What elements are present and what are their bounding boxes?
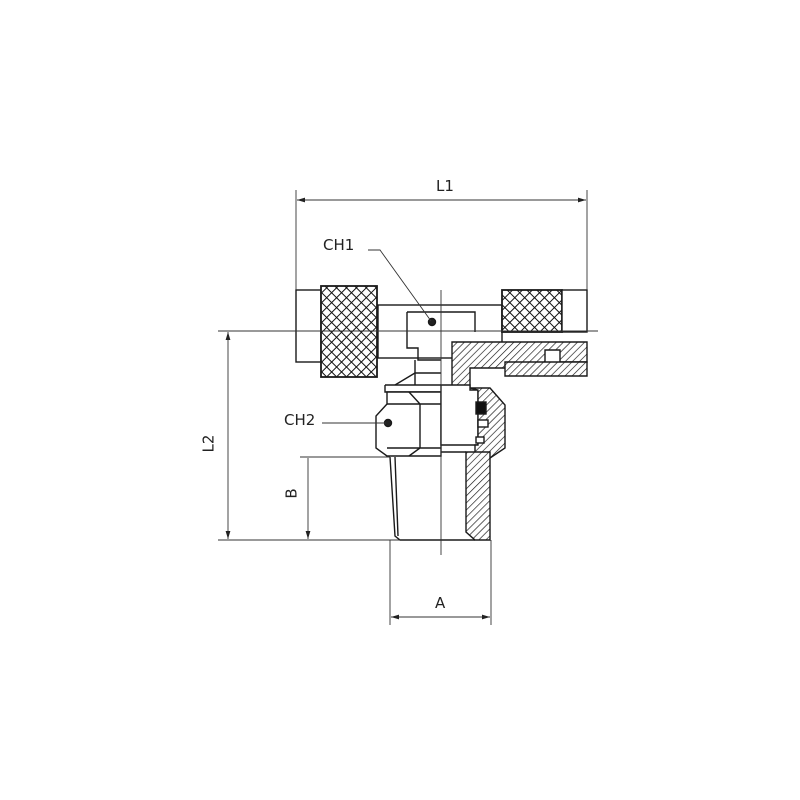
right-knurled-nut	[501, 289, 563, 333]
male-thread	[389, 456, 441, 541]
label-a: A	[435, 594, 446, 612]
label-l2: L2	[199, 434, 218, 453]
label-b: B	[282, 488, 301, 499]
label-ch1: CH1	[323, 236, 355, 254]
ch1-leader	[368, 249, 432, 322]
label-l1: L1	[436, 177, 454, 195]
hex-nut-ch2	[375, 391, 442, 457]
collar	[384, 384, 441, 393]
label-ch2: CH2	[284, 411, 316, 429]
o-ring	[475, 401, 487, 415]
thread-section	[465, 451, 491, 541]
left-knurled-nut	[320, 285, 378, 378]
right-end-cap	[561, 289, 588, 333]
right-body-section	[440, 384, 479, 446]
left-end-cap	[295, 289, 322, 363]
right-nut-section	[504, 361, 588, 377]
